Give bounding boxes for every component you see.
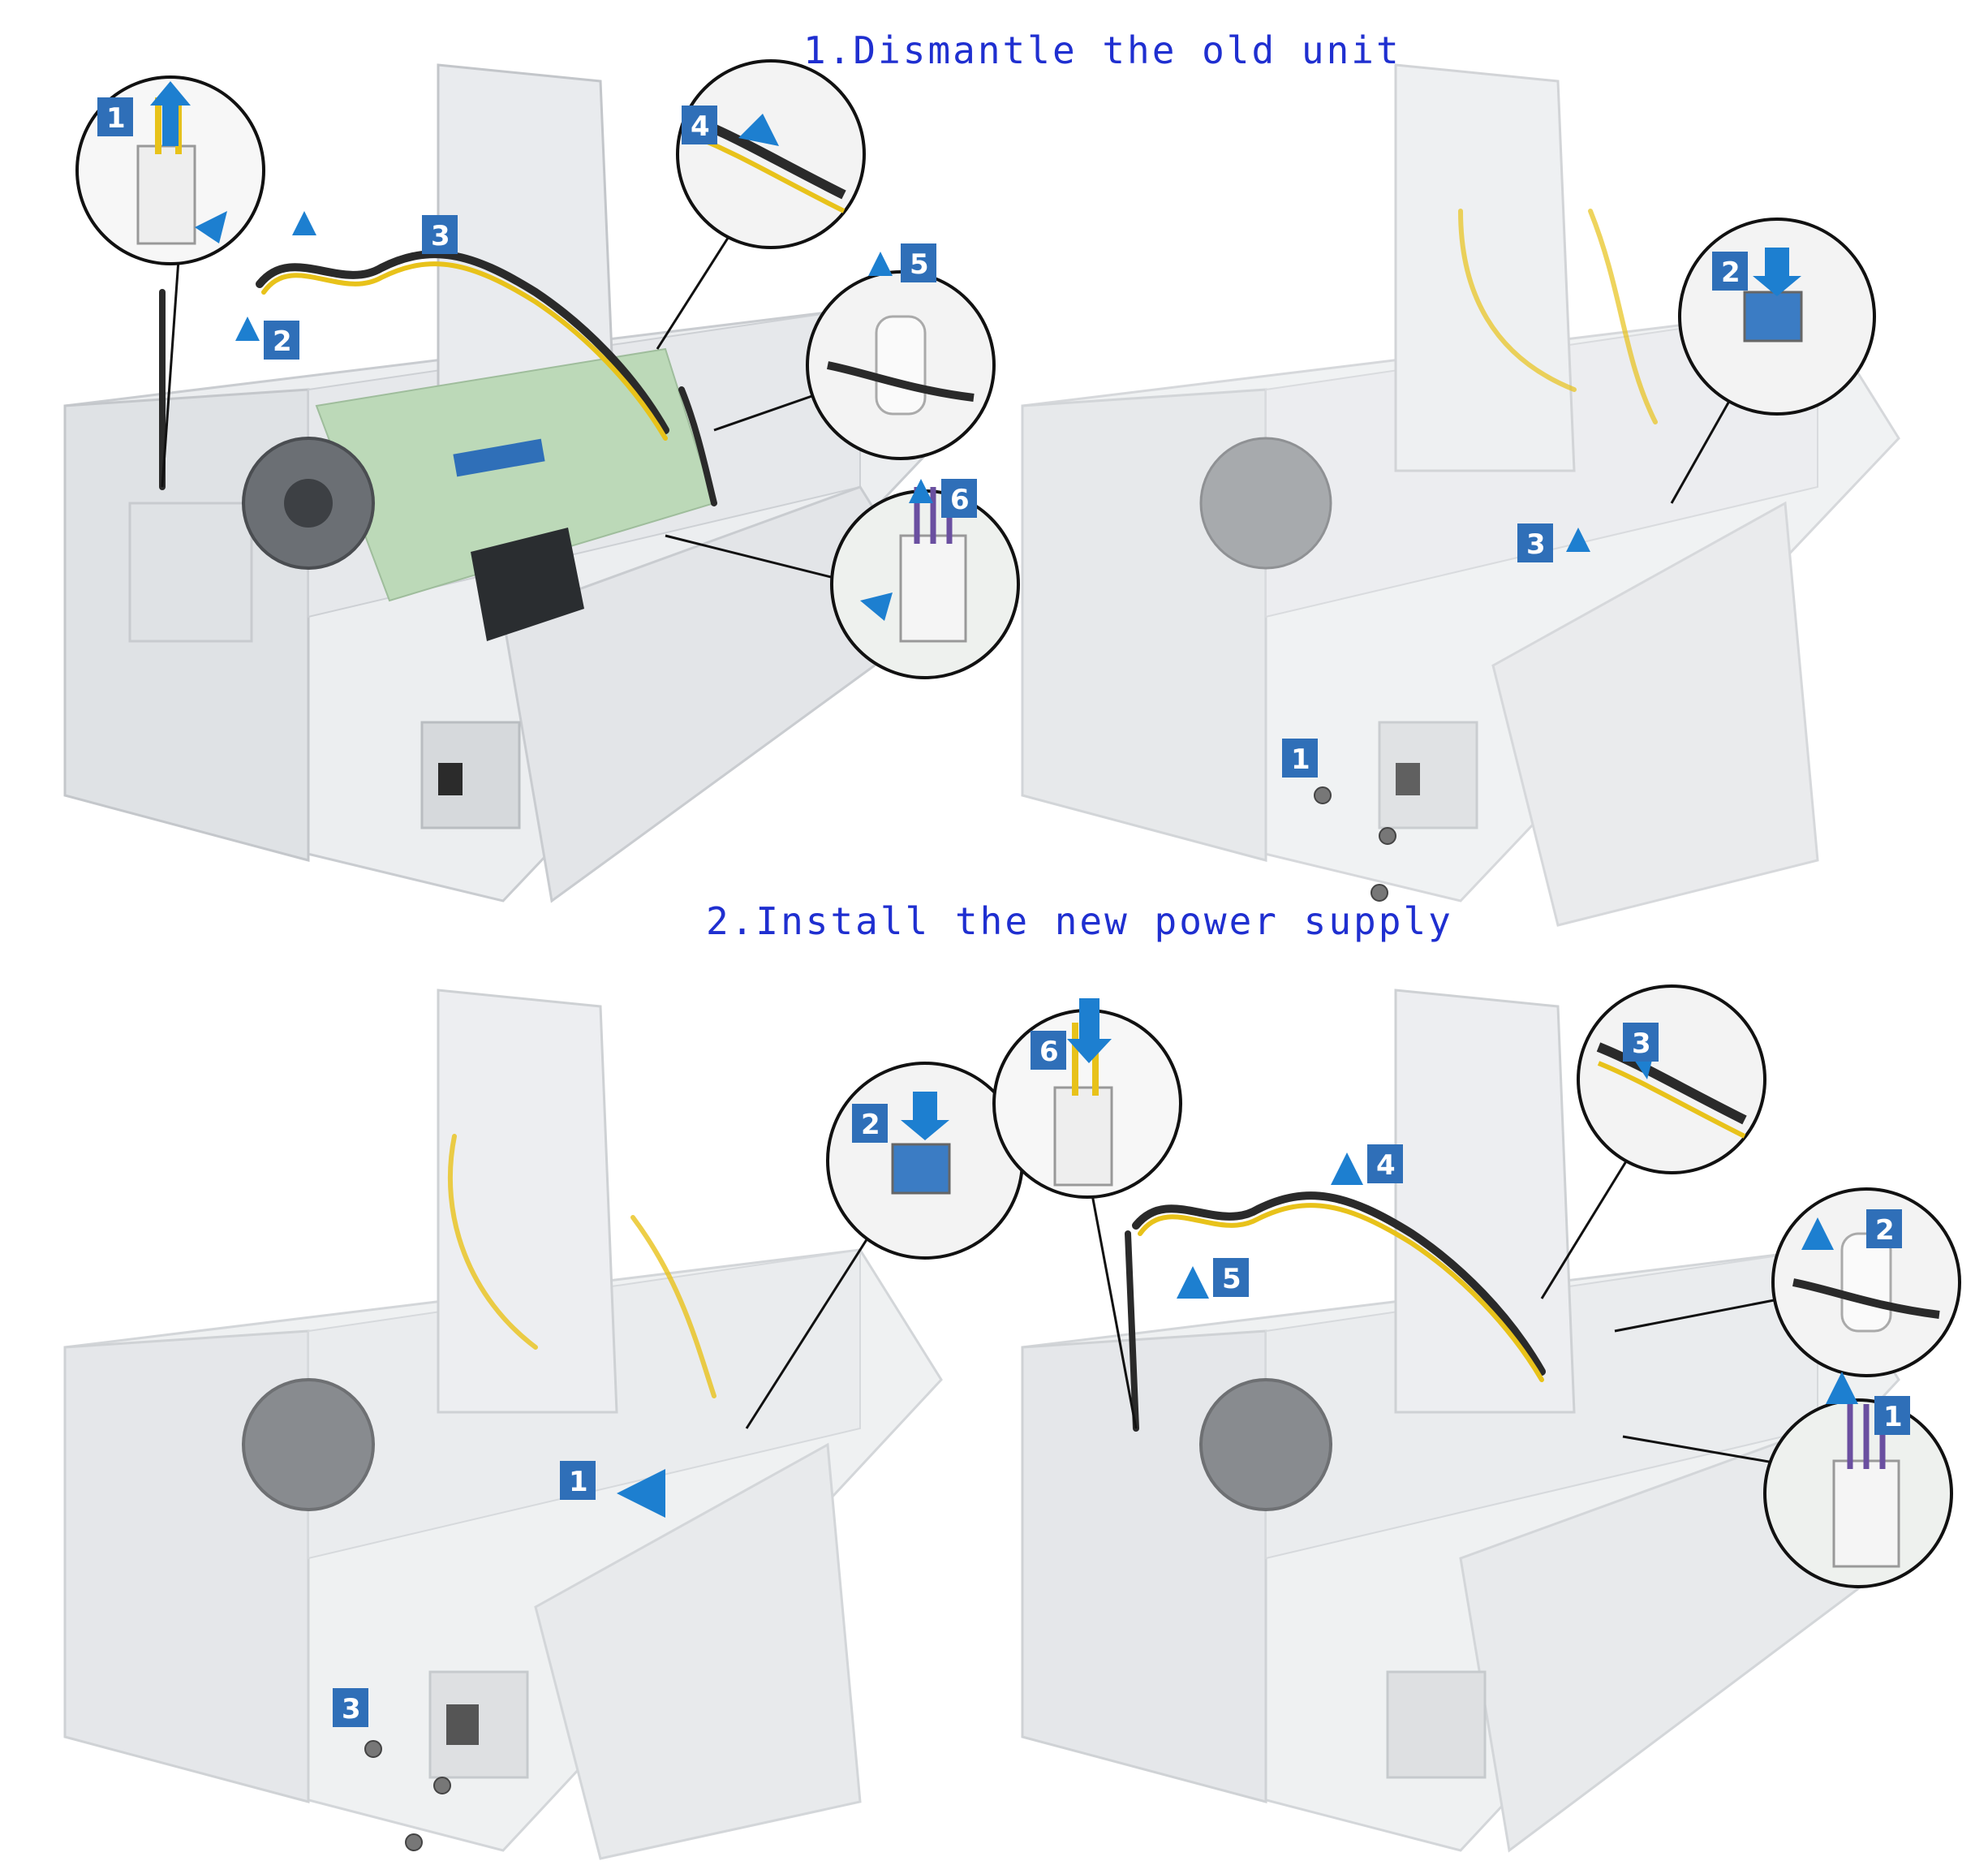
svg-text:3: 3 bbox=[431, 220, 450, 252]
panel-remove-cables: 1 2 3 4 5 6 bbox=[49, 49, 1020, 909]
power-cables bbox=[1125, 1191, 1546, 1432]
computer-chassis bbox=[63, 989, 943, 1860]
step-badge-3: 3 bbox=[333, 1688, 368, 1727]
step-badge-3: 3 bbox=[422, 215, 458, 254]
screws bbox=[364, 1740, 451, 1851]
svg-text:2: 2 bbox=[1875, 1214, 1895, 1247]
panel-route-cables: 1 2 3 4 5 6 bbox=[992, 974, 1964, 1867]
step-badge-5: 5 bbox=[901, 243, 936, 282]
step-arrows bbox=[150, 81, 933, 621]
svg-text:1: 1 bbox=[569, 1466, 588, 1498]
computer-chassis bbox=[1021, 989, 1901, 1853]
step-badge-6: 6 bbox=[941, 479, 977, 518]
step-badge-2: 2 bbox=[1866, 1209, 1902, 1248]
svg-text:6: 6 bbox=[1039, 1036, 1059, 1068]
power-cables bbox=[447, 1134, 716, 1398]
step-badge-1: 1 bbox=[560, 1461, 596, 1500]
step1-title: 1.Dismantle the old unit bbox=[803, 28, 1401, 72]
step-arrows bbox=[1566, 248, 1801, 552]
step-badge-5: 5 bbox=[1213, 1258, 1249, 1297]
computer-chassis bbox=[1021, 63, 1900, 927]
svg-text:3: 3 bbox=[342, 1693, 361, 1725]
svg-text:1: 1 bbox=[1883, 1401, 1903, 1433]
step-badges: 1 2 3 bbox=[333, 1104, 888, 1727]
step-badge-1: 1 bbox=[97, 97, 133, 136]
svg-text:4: 4 bbox=[691, 110, 710, 143]
svg-text:1: 1 bbox=[1291, 743, 1310, 776]
step-arrows bbox=[617, 1092, 949, 1518]
svg-text:5: 5 bbox=[1222, 1263, 1241, 1295]
svg-text:3: 3 bbox=[1526, 528, 1546, 561]
svg-text:6: 6 bbox=[950, 484, 970, 516]
step-badges: 1 2 3 4 5 6 bbox=[97, 97, 977, 518]
panel-remove-psu: 1 2 3 bbox=[1006, 49, 1964, 927]
step-badge-2: 2 bbox=[852, 1104, 888, 1143]
svg-text:2: 2 bbox=[273, 325, 292, 358]
step-badge-4: 4 bbox=[1367, 1144, 1403, 1183]
step-badge-3: 3 bbox=[1623, 1023, 1659, 1062]
step-badge-6: 6 bbox=[1031, 1031, 1066, 1070]
step-badges: 1 2 3 bbox=[1282, 252, 1748, 778]
step-badge-3: 3 bbox=[1517, 523, 1553, 562]
zoom-circle-6 bbox=[830, 487, 1020, 679]
zoom-circle-5 bbox=[806, 270, 996, 460]
panel-install-psu: 1 2 3 bbox=[49, 974, 1024, 1867]
svg-text:2: 2 bbox=[1721, 256, 1741, 289]
step-badge-2: 2 bbox=[264, 321, 299, 360]
svg-text:1: 1 bbox=[106, 102, 126, 135]
zoom-circle-3 bbox=[1577, 984, 1766, 1174]
step-badge-2: 2 bbox=[1712, 252, 1748, 291]
svg-text:3: 3 bbox=[1632, 1027, 1651, 1060]
step-badges: 1 2 3 4 5 6 bbox=[1031, 1023, 1910, 1435]
step2-title: 2.Install the new power supply bbox=[706, 899, 1453, 943]
step-badge-1: 1 bbox=[1874, 1396, 1910, 1435]
svg-text:5: 5 bbox=[910, 248, 929, 281]
svg-text:4: 4 bbox=[1376, 1149, 1396, 1182]
svg-text:2: 2 bbox=[861, 1109, 880, 1141]
step-badge-4: 4 bbox=[682, 106, 717, 144]
step-badge-1: 1 bbox=[1282, 739, 1318, 778]
zoom-circle-4 bbox=[676, 59, 866, 249]
power-cables bbox=[159, 250, 717, 506]
zoom-circle-1 bbox=[1763, 1398, 1953, 1588]
screws bbox=[1314, 786, 1396, 902]
power-cables bbox=[1458, 209, 1658, 424]
